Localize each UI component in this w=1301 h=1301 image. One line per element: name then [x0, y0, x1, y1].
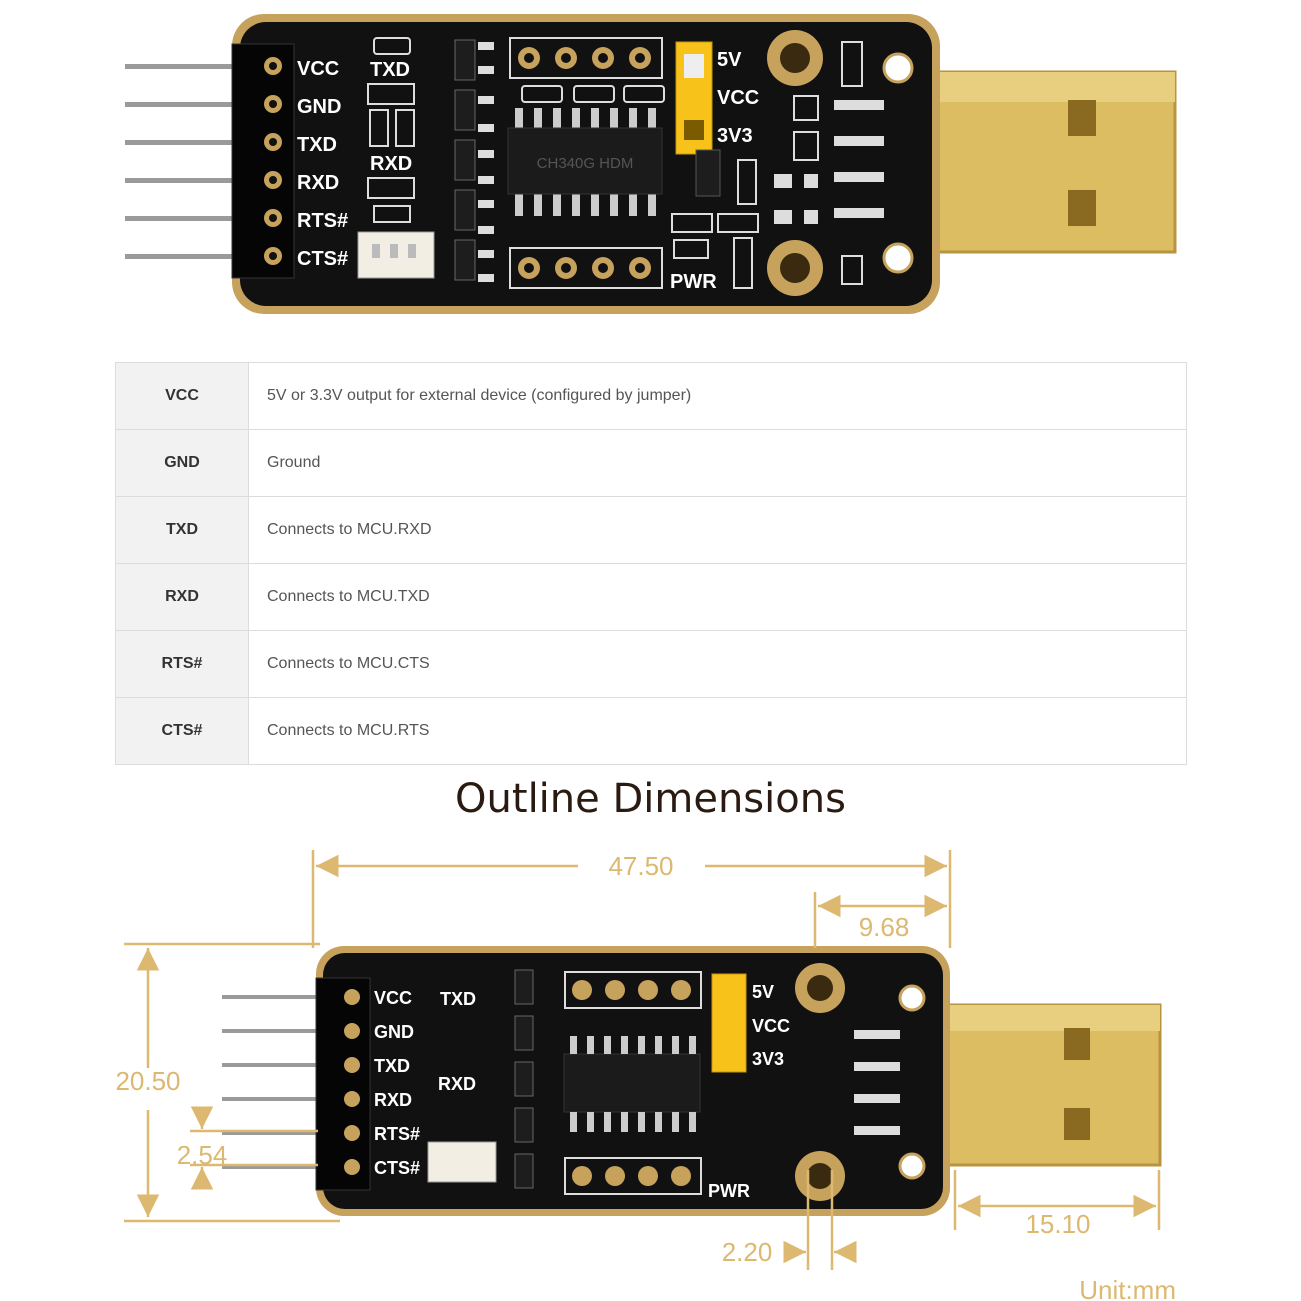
voltage-jumper	[675, 41, 713, 155]
table-row: VCC 5V or 3.3V output for external devic…	[115, 362, 1187, 430]
dim-usb-length: 15.10	[1025, 1209, 1090, 1239]
chip-marking: CH340G HDM	[537, 155, 634, 172]
dim-total-length: 47.50	[608, 851, 673, 881]
silk-pwr: PWR	[708, 1181, 750, 1201]
pin-silk-labels: VCC GND TXD RXD RTS# CTS#	[297, 58, 348, 270]
pin-name-cell: CTS#	[115, 697, 249, 765]
silk-pin-label: VCC	[297, 58, 339, 80]
board-top-illustration: VCC GND TXD RXD RTS# CTS# TXD RXD	[125, 14, 1177, 314]
silk-3v3: 3V3	[752, 1049, 784, 1069]
pin-description-cell: Connects to MCU.CTS	[248, 630, 1187, 698]
silk-rxd: RXD	[438, 1074, 476, 1094]
table-row: TXD Connects to MCU.RXD	[115, 496, 1187, 564]
silk-pin-label: TXD	[374, 1056, 410, 1076]
mounting-holes	[767, 30, 914, 296]
silk-pin-label: VCC	[374, 988, 412, 1008]
pin-description-cell: Ground	[248, 429, 1187, 497]
pin-description-cell: Connects to MCU.RXD	[248, 496, 1187, 564]
section-title: Outline Dimensions	[455, 776, 846, 822]
silk-pin-label: RTS#	[297, 210, 348, 232]
header-pins	[125, 64, 235, 259]
dim-usb-offset: 9.68	[859, 912, 910, 942]
pin-name-cell: VCC	[115, 362, 249, 430]
ch340-chip: CH340G HDM	[507, 108, 663, 216]
silk-vcc: VCC	[717, 87, 759, 109]
silk-5v: 5V	[717, 49, 742, 71]
silk-pin-label: RXD	[297, 172, 339, 194]
unit-label: Unit:mm	[1079, 1275, 1176, 1301]
silk-pin-label: TXD	[297, 134, 337, 156]
pin-description-cell: 5V or 3.3V output for external device (c…	[248, 362, 1187, 430]
silk-pin-label: RXD	[374, 1090, 412, 1110]
voltage-jumper	[711, 973, 747, 1073]
silk-pin-label: RTS#	[374, 1124, 420, 1144]
silk-5v: 5V	[752, 982, 774, 1002]
silk-3v3: 3V3	[717, 125, 753, 147]
silk-rxd: RXD	[370, 153, 412, 175]
pin-name-cell: RXD	[115, 563, 249, 631]
pin-name-cell: TXD	[115, 496, 249, 564]
silk-pin-label: CTS#	[297, 248, 348, 270]
table-row: RXD Connects to MCU.TXD	[115, 563, 1187, 631]
pin-description-cell: Connects to MCU.RTS	[248, 697, 1187, 765]
table-row: CTS# Connects to MCU.RTS	[115, 697, 1187, 765]
pin-name-cell: GND	[115, 429, 249, 497]
table-row: RTS# Connects to MCU.CTS	[115, 630, 1187, 698]
silk-pin-label: GND	[374, 1022, 414, 1042]
dim-hole-diameter: 2.20	[722, 1237, 773, 1267]
silk-pwr: PWR	[670, 271, 717, 293]
dim-pin-pitch: 2.54	[177, 1140, 228, 1170]
dimension-lines	[124, 850, 1161, 1270]
dimension-drawing: VCC GND TXD RXD RTS# CTS# TXD RXD 5V VCC…	[115, 850, 1176, 1301]
dimension-labels: 47.50 9.68 20.50 2.54 15.10 2.20 Unit:mm	[115, 851, 1176, 1301]
silk-pin-label: CTS#	[374, 1158, 420, 1178]
pin-description-cell: Connects to MCU.TXD	[248, 563, 1187, 631]
silk-txd: TXD	[440, 989, 476, 1009]
silk-vcc: VCC	[752, 1016, 790, 1036]
pin-name-cell: RTS#	[115, 630, 249, 698]
silk-pin-label: GND	[297, 96, 341, 118]
dim-height: 20.50	[115, 1066, 180, 1096]
table-row: GND Ground	[115, 429, 1187, 497]
silk-txd: TXD	[370, 59, 410, 81]
pin-description-table: VCC 5V or 3.3V output for external devic…	[115, 362, 1187, 765]
